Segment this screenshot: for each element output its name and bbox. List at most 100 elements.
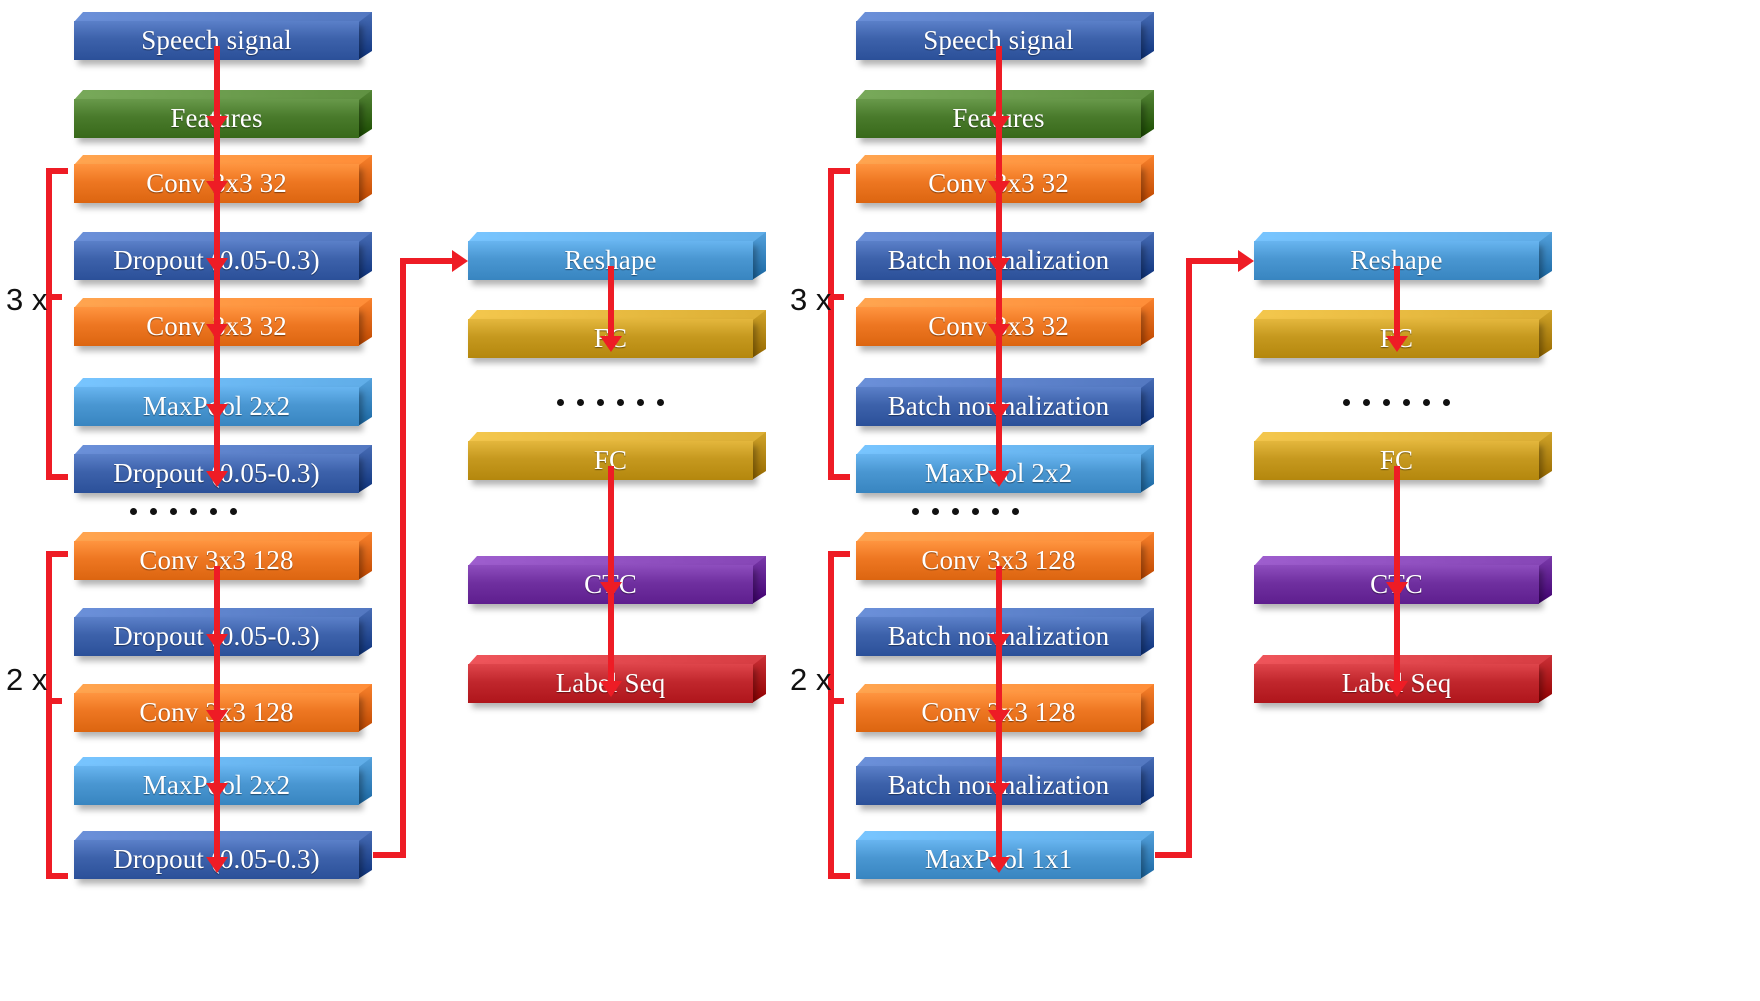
block-side-face — [1140, 831, 1154, 879]
block-side-face — [1140, 532, 1154, 580]
block-top-bevel — [468, 432, 766, 442]
flow-shaft — [607, 466, 614, 582]
block-side-face — [358, 12, 372, 60]
flow-shaft — [995, 266, 1002, 324]
arrow-right-icon — [452, 250, 468, 272]
block-side-face — [1140, 12, 1154, 60]
block-top-bevel — [1254, 232, 1552, 242]
block-top-bevel — [856, 445, 1154, 455]
block-top-bevel — [74, 378, 372, 388]
block-side-face — [358, 532, 372, 580]
right-block-7: Conv 3x3 128 — [856, 532, 1154, 580]
flow-shaft — [995, 718, 1002, 783]
left-bracket-2x — [46, 551, 68, 879]
block-top-bevel — [856, 232, 1154, 242]
block-top-bevel — [856, 298, 1154, 308]
block-side-face — [358, 445, 372, 493]
block-top-bevel — [856, 608, 1154, 618]
left-head-block-2: FC — [468, 432, 766, 480]
ellipsis-dots — [1343, 399, 1450, 406]
flow-shaft — [995, 46, 1002, 116]
left-connector-out — [373, 852, 406, 858]
block-side-face — [1140, 298, 1154, 346]
block-top-bevel — [856, 12, 1154, 22]
flow-shaft — [213, 124, 220, 181]
right-repeat-3x-label: 3 x — [790, 282, 832, 317]
block-side-face — [358, 684, 372, 732]
block-side-face — [752, 310, 766, 358]
block-top-bevel — [468, 232, 766, 242]
right-bracket-3x — [828, 168, 850, 480]
right-head-block-2: FC — [1254, 432, 1552, 480]
block-top-bevel — [856, 831, 1154, 841]
block-top-bevel — [74, 608, 372, 618]
block-side-face — [1538, 556, 1552, 604]
flow-shaft — [213, 642, 220, 710]
block-top-bevel — [74, 684, 372, 694]
left-connector-riser — [400, 258, 406, 858]
block-top-bevel — [74, 532, 372, 542]
block-side-face — [1538, 655, 1552, 703]
right-connector-riser — [1186, 258, 1192, 858]
block-top-bevel — [1254, 556, 1552, 566]
block-top-bevel — [856, 757, 1154, 767]
block-side-face — [1538, 432, 1552, 480]
block-side-face — [358, 232, 372, 280]
flow-shaft — [213, 566, 220, 634]
right-repeat-2x-label: 2 x — [790, 662, 832, 697]
arrow-down-icon — [599, 336, 622, 352]
arrow-right-icon — [1238, 250, 1254, 272]
block-side-face — [358, 608, 372, 656]
block-top-bevel — [74, 12, 372, 22]
bracket-tick — [828, 698, 844, 704]
left-block-7: Conv 3x3 128 — [74, 532, 372, 580]
block-top-bevel — [468, 556, 766, 566]
block-top-bevel — [856, 155, 1154, 165]
block-side-face — [752, 556, 766, 604]
block-top-bevel — [74, 232, 372, 242]
right-bracket-2x — [828, 551, 850, 879]
arrow-down-icon — [987, 857, 1010, 873]
block-top-bevel — [74, 155, 372, 165]
bracket-tick — [46, 698, 62, 704]
flow-shaft — [607, 266, 614, 336]
bracket-tick — [828, 294, 844, 300]
bracket-tick — [46, 294, 62, 300]
flow-shaft — [1393, 590, 1400, 681]
block-side-face — [1140, 232, 1154, 280]
block-top-bevel — [74, 445, 372, 455]
block-top-bevel — [74, 90, 372, 100]
flow-shaft — [607, 590, 614, 681]
flow-shaft — [213, 332, 220, 404]
left-connector-in — [400, 258, 452, 264]
block-side-face — [1140, 445, 1154, 493]
flow-shaft — [213, 791, 220, 857]
block-side-face — [1140, 90, 1154, 138]
arrow-down-icon — [1385, 336, 1408, 352]
block-side-face — [358, 298, 372, 346]
block-side-face — [1538, 310, 1552, 358]
right-head-block-0: Reshape — [1254, 232, 1552, 280]
block-side-face — [752, 432, 766, 480]
block-top-bevel — [1254, 432, 1552, 442]
left-repeat-3x-label: 3 x — [6, 282, 48, 317]
flow-shaft — [213, 46, 220, 116]
block-side-face — [752, 655, 766, 703]
ellipsis-dots — [557, 399, 664, 406]
block-side-face — [1140, 155, 1154, 203]
left-block-0: Speech signal — [74, 12, 372, 60]
arrow-down-icon — [987, 471, 1010, 487]
flow-shaft — [1393, 266, 1400, 336]
block-top-bevel — [856, 378, 1154, 388]
block-side-face — [1140, 378, 1154, 426]
arrow-down-icon — [205, 471, 228, 487]
block-top-bevel — [468, 310, 766, 320]
left-repeat-2x-label: 2 x — [6, 662, 48, 697]
flow-shaft — [995, 412, 1002, 471]
block-top-bevel — [74, 831, 372, 841]
block-top-bevel — [1254, 655, 1552, 665]
block-top-bevel — [74, 298, 372, 308]
flow-shaft — [1393, 466, 1400, 582]
left-head-block-0: Reshape — [468, 232, 766, 280]
